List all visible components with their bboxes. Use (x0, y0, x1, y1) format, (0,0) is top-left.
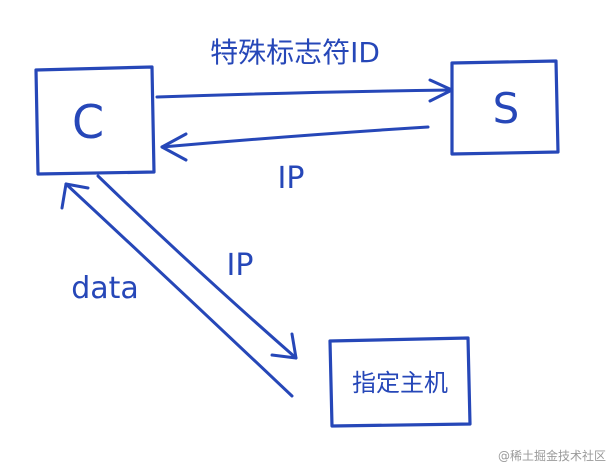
node-host-box (328, 336, 472, 428)
edge-client-to-server-label: 特殊标志符ID (210, 36, 380, 69)
edge-server-to-client: IP (160, 125, 430, 196)
node-client: C (34, 65, 156, 176)
edge-host-to-client: data (60, 182, 294, 398)
edge-client-to-host-label: IP (227, 248, 254, 283)
edge-client-to-server-arrowhead (428, 78, 454, 103)
edge-client-to-host-arrowhead (270, 332, 298, 360)
edge-host-to-client-label: data (71, 271, 139, 306)
node-client-box (34, 65, 156, 176)
edge-host-to-client-arrowhead (60, 182, 90, 210)
node-client-label: C (72, 95, 104, 149)
edge-client-to-server: 特殊标志符ID (155, 36, 454, 103)
edge-client-to-host: IP (96, 174, 298, 360)
edge-host-to-client-line (64, 182, 294, 398)
edge-client-to-host-line (96, 174, 298, 360)
edge-server-to-client-line (160, 125, 430, 149)
node-host-label: 指定主机 (352, 369, 448, 397)
node-server: S (450, 59, 560, 156)
node-server-box (450, 59, 560, 156)
edge-server-to-client-label: IP (278, 161, 305, 196)
node-server-label: S (493, 84, 520, 133)
node-host: 指定主机 (328, 336, 472, 428)
edge-server-to-client-arrowhead (160, 132, 188, 162)
watermark-text: @稀土掘金技术社区 (497, 449, 606, 463)
edge-client-to-server-line (155, 88, 454, 99)
